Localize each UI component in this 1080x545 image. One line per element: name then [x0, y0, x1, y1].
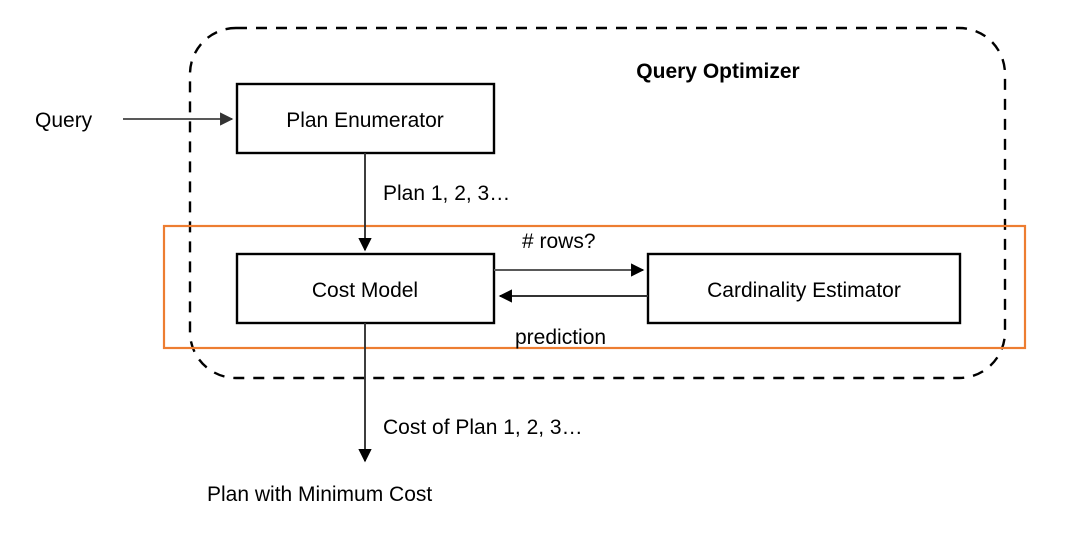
input-label-query: Query — [35, 109, 93, 132]
edge-label-prediction: prediction — [515, 326, 606, 349]
edge-label-cost-of-plans: Cost of Plan 1, 2, 3… — [383, 416, 583, 439]
edge-label-row-count-question: # rows? — [522, 230, 596, 253]
node-cardinality-estimator[interactable] — [646, 252, 962, 325]
node-label-plan-enumerator: Plan Enumerator — [286, 109, 444, 132]
output-label-min-cost-plan: Plan with Minimum Cost — [207, 483, 432, 506]
group-title-query-optimizer: Query Optimizer — [636, 60, 799, 83]
node-cost-model[interactable] — [235, 252, 496, 325]
edge-label-plan-list: Plan 1, 2, 3… — [383, 182, 510, 205]
group-cardinality-highlight-boundary — [162, 224, 1027, 350]
node-label-cost-model: Cost Model — [312, 279, 418, 302]
node-plan-enumerator[interactable] — [235, 82, 496, 155]
node-label-cardinality-estimator: Cardinality Estimator — [707, 279, 901, 302]
group-query-optimizer-boundary — [188, 26, 1007, 380]
